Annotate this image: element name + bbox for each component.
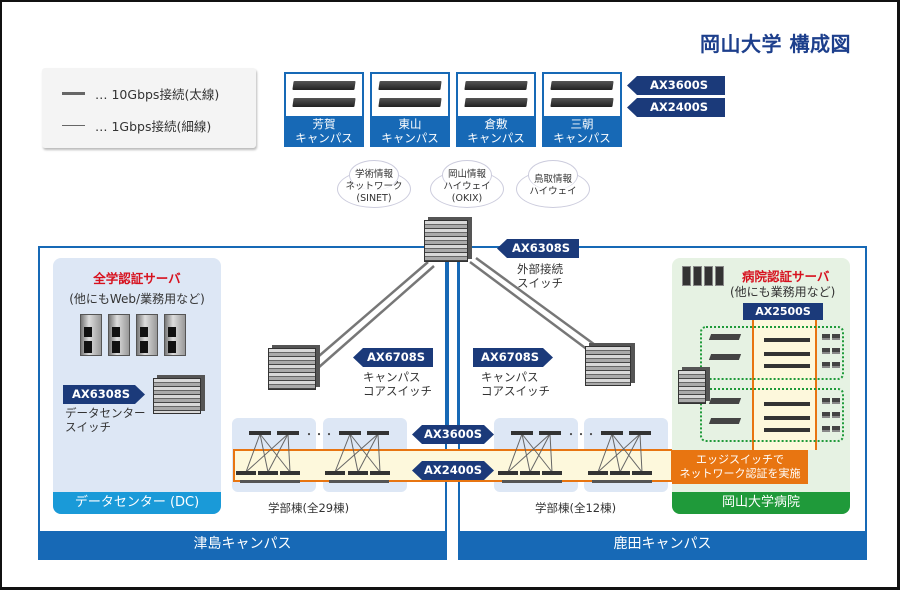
campus-suffix: キャンパス: [381, 131, 439, 145]
regional-campus-kurashiki: 倉敷キャンパス: [456, 72, 536, 147]
pc-icon: [822, 362, 830, 368]
core-switch-model: AX6708S: [353, 348, 433, 367]
hospital-auth-title: 病院認証サーバ: [742, 269, 830, 284]
ellipsis: ・・・: [304, 430, 334, 441]
building-model-ax2400s: AX2400S: [412, 461, 494, 480]
dc-switch-model: AX6308S: [63, 385, 145, 404]
hospital-switch-model: AX2500S: [743, 303, 823, 320]
pc-icon: [822, 426, 830, 432]
pc-icon: [832, 426, 840, 432]
core-switch-icon: [585, 346, 631, 386]
hospital-panel: 病院認証サーバ (他にも業務用など) AX2500S 岡山大学病院: [672, 258, 850, 514]
core-switch-label: キャンパス コアスイッチ: [481, 370, 550, 398]
thick-line-icon: [62, 92, 85, 95]
regional-campus-misasa: 三朝キャンパス: [542, 72, 622, 147]
auth-zone: [700, 388, 844, 442]
legend-item-1g: … 1Gbps接続(細線): [62, 116, 211, 135]
pc-icon: [832, 348, 840, 354]
pc-icon: [832, 334, 840, 340]
campus-footer: 津島キャンパス: [40, 531, 445, 558]
dc-switch-label: データセンター スイッチ: [65, 406, 146, 434]
cloud-okix: 岡山情報 ハイウェイ (OKIX): [430, 160, 504, 210]
legend-item-10g: … 10Gbps接続(太線): [62, 84, 219, 103]
hospital-core-icon: [678, 370, 706, 404]
campus-name: 芳賀: [312, 117, 336, 131]
pc-icon: [832, 362, 840, 368]
core-switch-model: AX6708S: [473, 348, 553, 367]
regional-campus-haga: 芳賀キャンパス: [284, 72, 364, 147]
switch-stack-icon: [458, 74, 534, 116]
legend-label: … 1Gbps接続(細線): [95, 119, 212, 134]
model-tag-ax3600s: AX3600S: [627, 76, 725, 95]
dc-switch-icon: [153, 378, 201, 414]
model-tag-ax2400s: AX2400S: [627, 98, 725, 117]
campus-suffix: キャンパス: [553, 131, 611, 145]
edge-auth-note: エッジスイッチで ネットワーク認証を実施: [672, 450, 808, 484]
pc-icon: [822, 334, 830, 340]
auth-zone: [700, 326, 844, 380]
hospital-footer: 岡山大学病院: [672, 492, 850, 514]
page-title: 岡山大学 構成図: [700, 32, 851, 56]
external-switch-model: AX6308S: [497, 239, 579, 258]
campus-footer: 鹿田キャンパス: [460, 531, 865, 558]
server-icon: [164, 314, 186, 356]
cloud-label: 鳥取情報 ハイウェイ: [529, 174, 577, 197]
datacenter-footer: データセンター (DC): [53, 492, 221, 514]
campus-suffix: キャンパス: [467, 131, 525, 145]
cloud-label: 岡山情報 ハイウェイ (OKIX): [443, 169, 491, 204]
thin-line-icon: [62, 125, 85, 126]
hospital-server-icons: [682, 266, 724, 286]
ellipsis: ・・・: [566, 430, 596, 441]
cloud-label: 学術情報 ネットワーク (SINET): [345, 169, 403, 204]
auth-server-title: 全学認証サーバ: [93, 271, 181, 286]
pc-icon: [822, 348, 830, 354]
regional-campus-higashiyama: 東山キャンパス: [370, 72, 450, 147]
server-icon: [108, 314, 130, 356]
campus-suffix: キャンパス: [295, 131, 353, 145]
external-switch-icon: [424, 220, 468, 262]
campus-name: 東山: [398, 117, 422, 131]
server-icon: [136, 314, 158, 356]
datacenter-panel: 全学認証サーバ (他にもWeb/業務用など) AX6308S データセンター ス…: [53, 258, 221, 514]
campus-name: 倉敷: [484, 117, 508, 131]
server-icon: [80, 314, 102, 356]
cloud-tottori: 鳥取情報 ハイウェイ: [516, 160, 590, 210]
cloud-sinet: 学術情報 ネットワーク (SINET): [337, 160, 411, 210]
pc-icon: [832, 412, 840, 418]
building-model-ax3600s: AX3600S: [412, 425, 494, 444]
campus-name: 三朝: [570, 117, 594, 131]
auth-server-note: (他にもWeb/業務用など): [69, 292, 205, 306]
pc-icon: [822, 398, 830, 404]
buildings-label-shikata: 学部棟(全12棟): [535, 501, 617, 515]
switch-stack-icon: [286, 74, 362, 116]
switch-stack-icon: [544, 74, 620, 116]
external-switch-label: 外部接続 スイッチ: [517, 262, 563, 290]
switch-stack-icon: [372, 74, 448, 116]
pc-icon: [832, 398, 840, 404]
core-switch-label: キャンパス コアスイッチ: [363, 370, 432, 398]
legend-label: … 10Gbps接続(太線): [95, 87, 220, 102]
hospital-auth-note: (他にも業務用など): [730, 285, 836, 299]
buildings-label-tsushima: 学部棟(全29棟): [268, 501, 350, 515]
legend: … 10Gbps接続(太線) … 1Gbps接続(細線): [42, 68, 256, 148]
pc-icon: [822, 412, 830, 418]
core-switch-icon: [268, 348, 316, 390]
